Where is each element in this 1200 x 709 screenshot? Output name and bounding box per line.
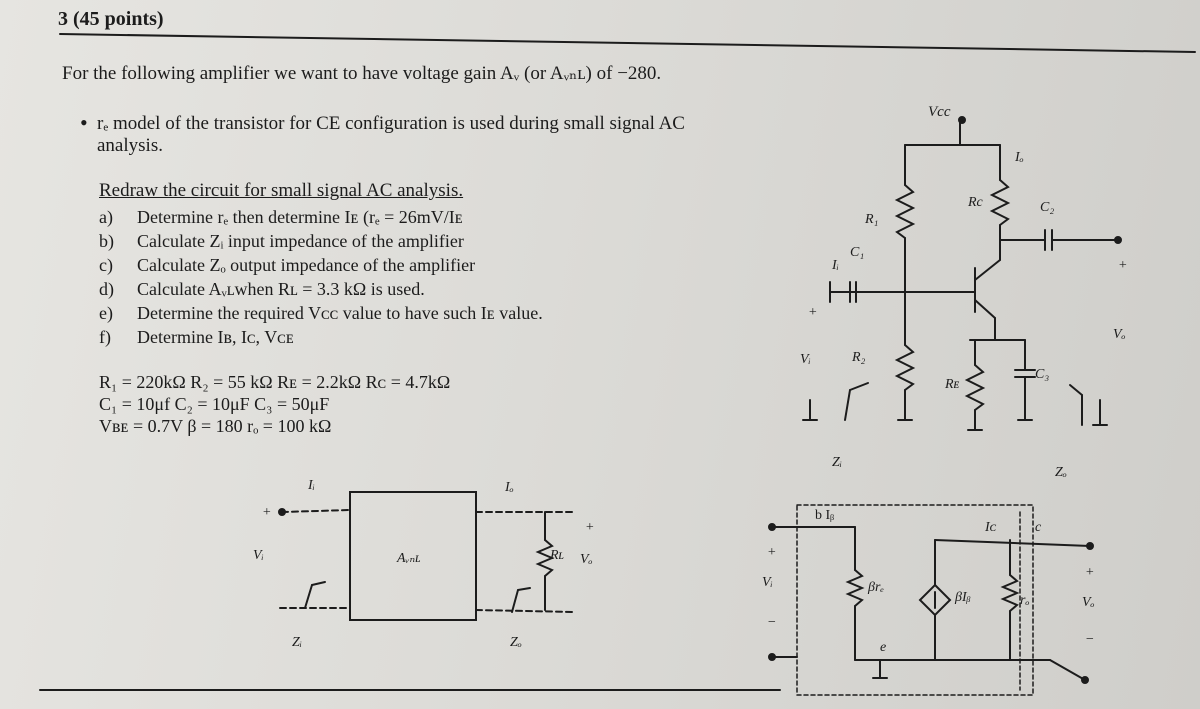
task-text: Calculate Zₒ output impedance of the amp… [137, 255, 476, 275]
task-label: f) [99, 327, 111, 347]
c1-label: C₁ [850, 245, 865, 260]
block-avnl-label: Aᵥₙʟ [397, 551, 421, 566]
zi-label: Zᵢ [832, 455, 843, 470]
block-zo-label: Zₒ [510, 635, 522, 650]
header-rule [59, 33, 1196, 53]
given-transistor: Vʙᴇ = 0.7V β = 180 rₒ = 100 kΩ [99, 416, 332, 436]
block-rl-label: Rʟ [550, 548, 565, 563]
task-d: d) Calculate Aᵥʟwhen Rʟ = 3.3 kΩ is used. [99, 279, 425, 300]
plus-in-label: + [808, 305, 818, 320]
zo-label: Zₒ [1055, 465, 1067, 480]
task-label: b) [99, 231, 114, 251]
bullet-line-2: analysis. [97, 135, 163, 156]
bullet-dot: • [80, 110, 88, 135]
problem-header: 3 (45 points) [58, 8, 164, 30]
block-plus-out-label: + [585, 520, 595, 535]
block-diagram [278, 491, 576, 621]
model-e-label: e [880, 640, 887, 655]
block-ii-label: Iᵢ [308, 478, 315, 493]
task-b: b) Calculate Zᵢ input impedance of the am… [99, 231, 464, 252]
task-label: c) [99, 255, 113, 275]
model-plus-out-label: + [1085, 565, 1095, 580]
task-label: e) [99, 303, 113, 323]
re-model-diagram [768, 504, 1094, 696]
task-a: a) Determine rₑ then determine Iᴇ (rₑ = 2… [99, 207, 463, 228]
vcc-label: Vcc [928, 104, 951, 120]
given-resistors: R₁ = 220kΩ R₂ = 55 kΩ Rᴇ = 2.2kΩ Rᴄ = 4.… [99, 372, 451, 392]
model-beta-ib-label: βIᵦ [955, 590, 971, 605]
io-label: Iₒ [1015, 150, 1024, 165]
re-label: Rᴇ [945, 377, 960, 392]
model-c-label: c [1035, 520, 1042, 535]
model-ic-label: Iᴄ [985, 520, 996, 535]
task-label: a) [99, 207, 113, 227]
block-io-label: Iₒ [505, 480, 514, 495]
vo-label: Vₒ [1113, 327, 1126, 342]
task-label: d) [99, 279, 114, 299]
task-c: c) Calculate Zₒ output impedance of the a… [99, 255, 475, 276]
model-b-ib-label: b Iᵦ [815, 508, 835, 523]
redraw-instruction: Redraw the circuit for small signal AC a… [99, 180, 464, 201]
model-minus-out-label: − [1085, 632, 1095, 647]
task-text: Determine the required Vᴄᴄ value to have… [137, 303, 543, 323]
task-f: f) Determine Iʙ, Iᴄ, Vᴄᴇ [99, 327, 294, 348]
vi-label: Vᵢ [800, 352, 811, 367]
task-text: Determine Iʙ, Iᴄ, Vᴄᴇ [137, 327, 294, 347]
plus-out-label: + [1118, 258, 1128, 273]
block-zi-label: Zᵢ [292, 635, 303, 650]
block-vo-label: Vₒ [580, 552, 593, 567]
task-text: Calculate Aᵥʟwhen Rʟ = 3.3 kΩ is used. [137, 279, 425, 299]
task-text: Determine rₑ then determine Iᴇ (rₑ = 26m… [137, 207, 463, 227]
block-plus-in-label: + [262, 505, 272, 520]
r1-label: R₁ [865, 212, 879, 227]
given-capacitors: C₁ = 10μf C₂ = 10μF C₃ = 50μF [99, 394, 330, 414]
c2-label: C₂ [1040, 200, 1055, 215]
model-vo-label: Vₒ [1082, 595, 1095, 610]
model-beta-re-label: βrₑ [868, 580, 885, 595]
ii-label: Iᵢ [832, 258, 839, 273]
r2-label: R₂ [852, 350, 866, 365]
task-e: e) Determine the required Vᴄᴄ value to ha… [99, 303, 543, 324]
rc-label: Rc [968, 195, 983, 210]
problem-intro: For the following amplifier we want to h… [62, 63, 662, 84]
block-vi-label: Vᵢ [253, 548, 264, 563]
c3-label: C₃ [1035, 367, 1050, 382]
bullet-line-1: rₑ model of the transistor for CE config… [97, 113, 685, 134]
model-plus-in-label: + [767, 545, 777, 560]
model-vi-label: Vᵢ [762, 575, 773, 590]
task-text: Calculate Zᵢ input impedance of the ampl… [137, 231, 464, 251]
model-ro-label: rₒ [1020, 593, 1030, 608]
model-minus-in-label: − [767, 615, 777, 630]
ce-amplifier-schematic [802, 116, 1122, 431]
